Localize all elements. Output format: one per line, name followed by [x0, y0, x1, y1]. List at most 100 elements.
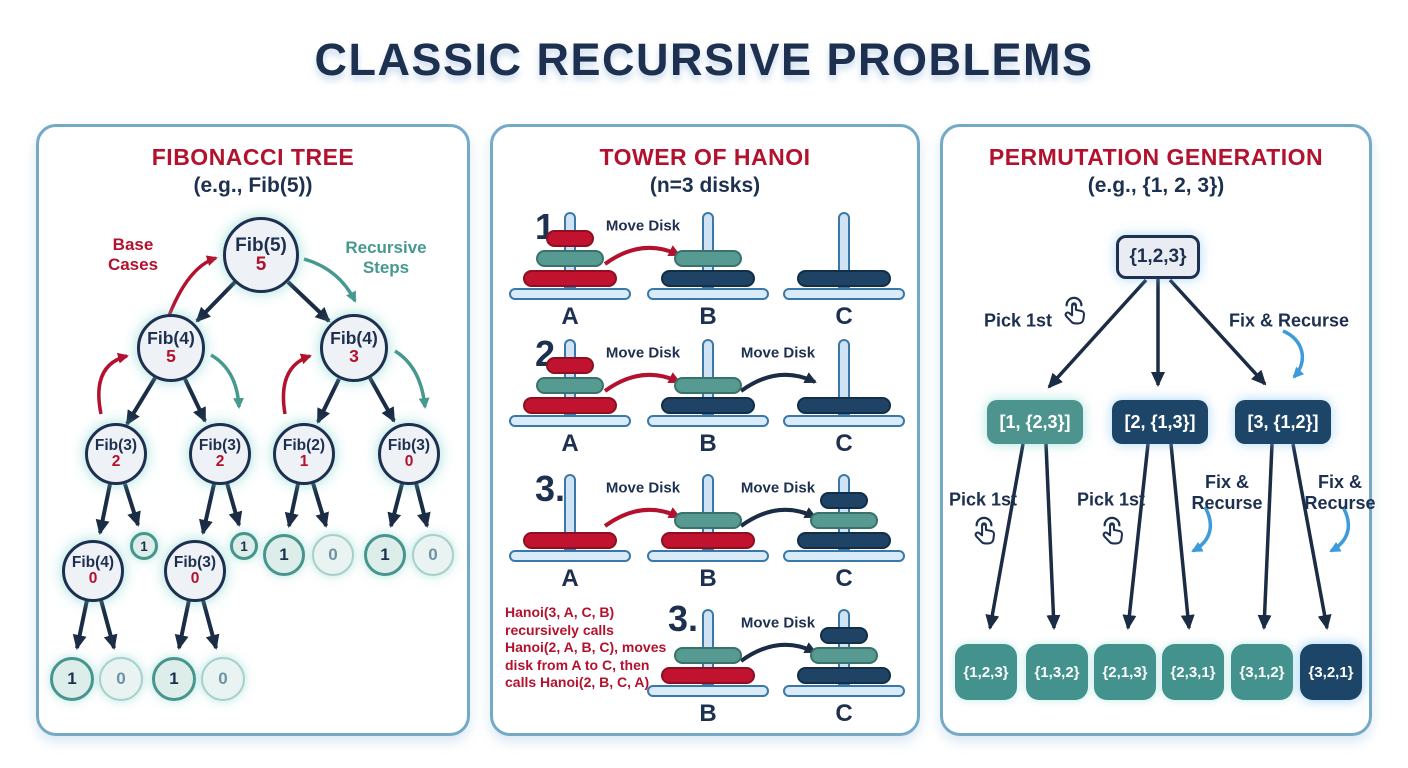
- move-disk-label: Move Disk: [605, 344, 681, 362]
- note-line: recursively calls: [505, 621, 614, 638]
- move-disk-label: Move Disk: [740, 479, 816, 497]
- hanoi-disk-red-l: [523, 397, 617, 414]
- hanoi-disk-navy-s: [820, 492, 868, 509]
- base-c: [783, 288, 905, 300]
- pick-first-label: Pick 1st: [948, 489, 1018, 510]
- fib-node-label: Fib(3): [387, 437, 431, 455]
- move-disk-label: Move Disk: [605, 479, 681, 497]
- hanoi-disk-teal-m: [674, 647, 742, 664]
- fib-leaf: 1: [152, 657, 196, 701]
- fix-recurse-line1: Fix &: [1317, 472, 1363, 492]
- disk-stack: [522, 225, 618, 287]
- step-number: 3.: [534, 468, 566, 509]
- perm-mid-node-3: [3, {1,2}]: [1235, 400, 1331, 444]
- hanoi-subtitle: (n=3 disks): [649, 174, 761, 197]
- move-disk-label: Move Disk: [740, 614, 816, 632]
- hanoi-disk-red-l: [523, 270, 617, 287]
- fib-leaf: 1: [130, 532, 158, 560]
- fib-leaf: 0: [201, 657, 245, 701]
- fib-node-label: Fib(2): [282, 437, 326, 455]
- note-line: disk from A to C, then: [505, 656, 650, 673]
- fib-leaf: 1: [364, 534, 406, 576]
- hanoi-move-arrows: [603, 245, 817, 663]
- fib-node-l3-2: Fib(3) 2: [189, 423, 251, 485]
- tree-edges: [72, 280, 431, 650]
- permutation-tree-edges: [985, 278, 1351, 630]
- base-a: [509, 288, 631, 300]
- fib-node-label: Fib(4): [71, 554, 115, 572]
- disk-stack: [522, 487, 618, 549]
- peg-label-c: C: [835, 700, 853, 727]
- fib-leaf: 1: [230, 532, 258, 560]
- fib-node-l2-right: Fib(4) 3: [320, 314, 388, 382]
- perm-root-node: {1,2,3}: [1116, 235, 1200, 279]
- fib-node-l4-2: Fib(3) 0: [164, 540, 226, 602]
- tree-edges: [985, 278, 1332, 630]
- fix-recurse-line1: Fix &: [1204, 472, 1250, 492]
- fib-node-label: Fib(4): [330, 328, 378, 349]
- fib-leaf: 0: [412, 534, 454, 576]
- hanoi-disk-teal-m: [810, 647, 878, 664]
- fib-leaf: 0: [312, 534, 354, 576]
- disk-stack: [796, 352, 892, 414]
- hanoi-disk-teal-m: [810, 512, 878, 529]
- disk-stack: [660, 352, 756, 414]
- note-line: Hanoi(3, A, C, B): [505, 604, 615, 620]
- recursive-steps-line1: Recursive: [345, 238, 427, 257]
- hanoi-note: Hanoi(3, A, C, B) recursively calls Hano…: [505, 604, 666, 692]
- annotation-arrows: [97, 255, 430, 415]
- base-b: [647, 550, 769, 562]
- peg-label-b: B: [699, 565, 717, 592]
- disk-stack: [796, 225, 892, 287]
- peg-label-b: B: [699, 430, 717, 457]
- hanoi-disk-red-s: [546, 357, 594, 374]
- fib-node-value: 2: [111, 453, 121, 470]
- fibonacci-tree-edges: [72, 255, 431, 650]
- hanoi-disk-navy-l: [661, 397, 755, 414]
- perm-leaf: {3,1,2}: [1231, 644, 1293, 700]
- base-c: [783, 415, 905, 427]
- base-b: [647, 415, 769, 427]
- perm-leaf: {1,3,2}: [1026, 644, 1088, 700]
- fib-leaf: 0: [99, 657, 143, 701]
- peg-label-c: C: [835, 565, 853, 592]
- base-c: [783, 685, 905, 697]
- hanoi-disk-navy-l: [797, 397, 891, 414]
- fibonacci-panel: FIBONACCI TREE (e.g., Fib(5)): [36, 124, 470, 736]
- perm-leaf: {2,1,3}: [1094, 644, 1156, 700]
- base-a: [509, 415, 631, 427]
- perm-leaf: {1,2,3}: [955, 644, 1017, 700]
- base-cases-line2: Cases: [107, 255, 159, 274]
- disk-stack: [522, 352, 618, 414]
- move-disk-label: Move Disk: [740, 344, 816, 362]
- permutation-panel: PERMUTATION GENERATION (e.g., {1, 2, 3}): [940, 124, 1376, 736]
- fibonacci-title: FIBONACCI TREE: [151, 144, 355, 170]
- disk-stack: [660, 622, 756, 684]
- disk-stack: [796, 622, 892, 684]
- fib-node-value: 1: [299, 453, 309, 470]
- base-cases-line1: Base: [112, 235, 154, 254]
- hanoi-disk-navy-s: [820, 627, 868, 644]
- disk-stack: [660, 487, 756, 549]
- note-line: calls Hanoi(2, B, C, A): [505, 674, 650, 690]
- page-title: CLASSIC RECURSIVE PROBLEMS: [314, 34, 1094, 85]
- hanoi-disk-red-l: [661, 532, 755, 549]
- fib-node-l2-left: Fib(4) 5: [137, 314, 205, 382]
- fix-recurse-arrows: [1191, 329, 1351, 553]
- fib-node-label: Fib(4): [147, 328, 195, 349]
- peg-label-a: A: [561, 430, 579, 457]
- fib-node-value: 0: [190, 570, 200, 587]
- pick-first-label: Pick 1st: [983, 310, 1053, 331]
- peg-label-b: B: [699, 303, 717, 330]
- move-disk-label: Move Disk: [605, 217, 681, 235]
- recursive-steps-line2: Steps: [362, 258, 410, 277]
- hanoi-disk-teal-m: [674, 377, 742, 394]
- disk-stack: [660, 225, 756, 287]
- tap-hand-icon: [1102, 516, 1124, 545]
- hanoi-disk-teal-m: [536, 250, 604, 267]
- hanoi-panel: TOWER OF HANOI (n=3 disks) 1. Move Disk: [490, 124, 920, 736]
- fibonacci-subtitle: (e.g., Fib(5)): [193, 174, 313, 197]
- fib-node-root: Fib(5) 5: [223, 217, 299, 293]
- hanoi-disk-teal-m: [536, 377, 604, 394]
